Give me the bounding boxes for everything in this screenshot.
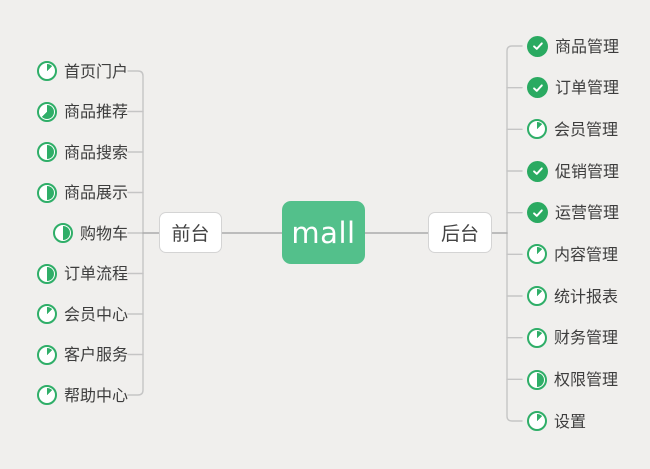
feature-label: 权限管理 [554, 370, 619, 389]
pie-fill-wedge [530, 122, 544, 137]
feature-label: 内容管理 [554, 244, 619, 264]
mindmap-leaf-item[interactable]: 设置 [527, 411, 586, 432]
mindmap-leaf-item[interactable]: 商品搜索 [36, 142, 128, 163]
branch-node-backend[interactable]: 后台 [428, 212, 492, 253]
mindmap-leaf-item[interactable]: 商品管理 [527, 35, 620, 57]
task-progress-pie-icon [527, 327, 547, 348]
mindmap-leaf-item[interactable]: 商品推荐 [36, 101, 128, 122]
feature-label: 商品推荐 [63, 102, 128, 121]
feature-label: 订单流程 [63, 264, 128, 283]
feature-label: 客户服务 [63, 345, 128, 364]
task-progress-pie-icon [527, 286, 547, 307]
pie-fill-wedge [39, 388, 54, 402]
pie-fill-wedge [55, 226, 70, 240]
feature-label: 商品展示 [63, 183, 128, 202]
task-progress-pie-icon [36, 304, 57, 324]
mindmap-leaf-item[interactable]: 订单管理 [527, 77, 620, 99]
pie-fill-wedge [530, 372, 544, 387]
task-done-check-icon [527, 160, 548, 182]
pie-fill-wedge [39, 64, 54, 78]
mindmap-leaf-item[interactable]: 会员中心 [36, 304, 128, 325]
mindmap-leaf-item[interactable]: 统计报表 [527, 286, 618, 307]
feature-label: 促销管理 [555, 161, 620, 181]
mindmap-leaf-item[interactable]: 财务管理 [527, 327, 618, 348]
task-done-check-icon [527, 77, 548, 99]
task-progress-pie-icon [527, 411, 547, 432]
mindmap-leaf-item[interactable]: 客户服务 [36, 344, 128, 365]
pie-fill-wedge [39, 145, 54, 159]
backend-feature-list: 商品管理订单管理会员管理促销管理运营管理内容管理统计报表财务管理权限管理设置 [527, 35, 620, 432]
pie-fill-wedge [39, 266, 54, 281]
mindmap-leaf-item[interactable]: 商品展示 [36, 182, 128, 203]
mindmap-leaf-item[interactable]: 购物车 [52, 223, 128, 244]
feature-label: 商品搜索 [63, 142, 128, 162]
pie-fill-wedge [530, 247, 544, 262]
mindmap-leaf-item[interactable]: 首页门户 [36, 61, 128, 82]
pie-fill-wedge [530, 289, 544, 304]
task-done-check-icon [527, 35, 548, 57]
task-progress-pie-icon [36, 101, 57, 122]
pie-fill-wedge [530, 414, 544, 429]
pie-fill-wedge [39, 104, 54, 119]
feature-label: 统计报表 [554, 286, 619, 306]
task-progress-pie-icon [36, 61, 57, 81]
pie-fill-wedge [39, 307, 54, 321]
mindmap-leaf-item[interactable]: 会员管理 [527, 119, 618, 140]
feature-label: 会员中心 [63, 304, 128, 324]
task-progress-pie-icon [52, 223, 73, 243]
branch-node-frontend[interactable]: 前台 [159, 212, 222, 253]
feature-label: 购物车 [79, 223, 128, 243]
frontend-feature-list: 首页门户商品推荐商品搜索商品展示购物车订单流程会员中心客户服务帮助中心 [36, 61, 128, 406]
feature-label: 帮助中心 [63, 385, 128, 405]
mindmap-leaf-item[interactable]: 促销管理 [527, 160, 620, 182]
mindmap-leaf-item[interactable]: 内容管理 [527, 244, 618, 265]
feature-label: 会员管理 [554, 119, 619, 139]
root-node-mall[interactable]: mall [282, 201, 365, 264]
mindmap-leaf-item[interactable]: 帮助中心 [36, 385, 128, 406]
task-progress-pie-icon [36, 344, 57, 365]
task-progress-pie-icon [527, 244, 547, 265]
task-progress-pie-icon [36, 142, 57, 162]
pie-fill-wedge [39, 185, 54, 200]
mindmap-leaf-item[interactable]: 运营管理 [527, 202, 620, 224]
feature-label: 订单管理 [555, 78, 620, 98]
pie-fill-wedge [39, 347, 54, 362]
task-done-check-icon [527, 202, 548, 224]
feature-label: 设置 [554, 411, 587, 431]
task-progress-pie-icon [36, 385, 57, 405]
task-progress-pie-icon [527, 119, 547, 140]
feature-label: 财务管理 [554, 328, 619, 348]
task-progress-pie-icon [36, 182, 57, 203]
feature-label: 运营管理 [555, 203, 620, 223]
task-progress-pie-icon [36, 263, 57, 284]
mindmap-leaf-item[interactable]: 权限管理 [527, 369, 618, 390]
mindmap-leaf-item[interactable]: 订单流程 [36, 263, 128, 284]
task-progress-pie-icon [527, 369, 547, 390]
pie-fill-wedge [530, 330, 544, 345]
feature-label: 首页门户 [63, 61, 128, 81]
feature-label: 商品管理 [555, 36, 620, 56]
